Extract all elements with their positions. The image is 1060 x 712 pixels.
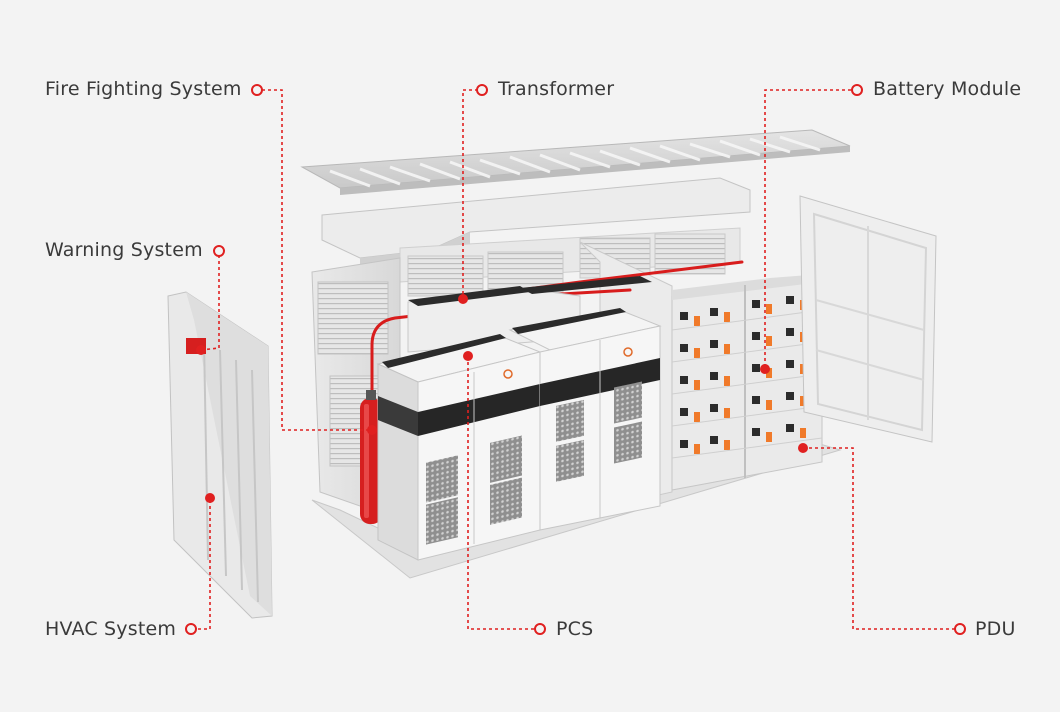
label-transformer: Transformer	[498, 78, 615, 100]
label-warning-system: Warning System	[45, 239, 203, 261]
battery-racks	[671, 274, 823, 491]
right-door	[799, 195, 937, 443]
ceiling-duct	[321, 177, 751, 268]
warning-system-ring-icon	[213, 245, 225, 257]
pcs-cabinet-1	[376, 334, 542, 561]
hvac-system-ring-icon	[185, 623, 197, 635]
pcs-cabinet-2	[508, 308, 662, 531]
label-pcs: PCS	[556, 618, 594, 640]
roof-panel	[300, 129, 851, 195]
label-hvac-system: HVAC System	[45, 618, 177, 640]
fire-fighting-ring-icon	[251, 84, 263, 96]
label-fire-fighting-system: Fire Fighting System	[45, 78, 242, 100]
callout-leaders	[192, 89, 956, 630]
battery-module-ring-icon	[851, 84, 863, 96]
pcs-ring-icon	[534, 623, 546, 635]
left-door	[167, 291, 273, 619]
label-pdu: PDU	[975, 618, 1016, 640]
label-battery-module: Battery Module	[873, 78, 1022, 100]
transformer-ring-icon	[476, 84, 488, 96]
callout-dots	[196, 294, 808, 503]
pdu-ring-icon	[954, 623, 966, 635]
